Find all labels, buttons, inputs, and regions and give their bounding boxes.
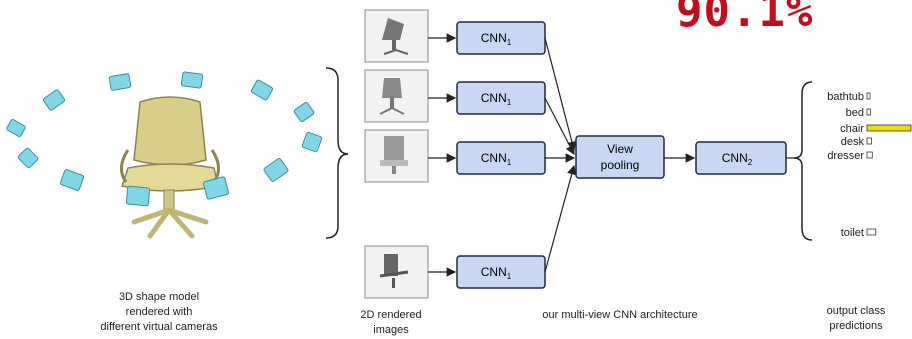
- class-score-bar: [866, 151, 873, 159]
- class-score-bar: [866, 108, 871, 116]
- class-label: chair: [840, 123, 864, 135]
- caption-rendered-images: 2D rendered images: [360, 309, 422, 336]
- rendered-view-thumbnails: [364, 9, 429, 299]
- camera-icon: [6, 119, 26, 137]
- chair-3d-model: [120, 96, 220, 239]
- cnn2-label: CNN2: [722, 151, 753, 167]
- camera-icon: [125, 185, 151, 207]
- brace-left: [325, 67, 349, 239]
- caption-predictions: output class predictions: [826, 305, 886, 332]
- camera-icon: [42, 89, 66, 111]
- view-pooling-label-line2: pooling: [601, 158, 640, 172]
- rendered-view: [364, 245, 429, 299]
- camera-icon: [202, 176, 230, 200]
- class-score-bar: [866, 92, 871, 100]
- class-label: bed: [846, 107, 864, 119]
- class-label: bathtub: [827, 91, 864, 103]
- brace-right: [793, 81, 813, 241]
- view-pooling-label-line1: View: [607, 142, 633, 156]
- rendered-view: [364, 69, 429, 123]
- camera-ring: [6, 71, 323, 207]
- class-score-bar: [866, 137, 872, 145]
- camera-icon: [59, 169, 85, 191]
- camera-icon: [180, 71, 204, 89]
- camera-icon: [250, 79, 274, 101]
- rendered-view: [364, 9, 429, 63]
- camera-icon: [301, 131, 323, 153]
- camera-icon: [263, 157, 289, 183]
- cnn1-box: CNN1: [456, 81, 546, 115]
- class-label: desk: [841, 136, 865, 148]
- camera-icon: [17, 147, 39, 169]
- cnn1-label: CNN1: [481, 31, 512, 47]
- caption-architecture: our multi-view CNN architecture: [542, 309, 698, 321]
- camera-icon: [108, 73, 132, 91]
- cnn2-box: CNN2: [695, 141, 787, 175]
- cnn1-box: CNN1: [456, 141, 546, 175]
- cnn1-label: CNN1: [481, 151, 512, 167]
- caption-shape-model: 3D shape model rendered with different v…: [100, 291, 218, 333]
- cnn1-box: CNN1: [456, 255, 546, 289]
- cnn1-box: CNN1: [456, 21, 546, 55]
- cnn1-label: CNN1: [481, 265, 512, 281]
- cnn1-label: CNN1: [481, 91, 512, 107]
- class-label: dresser: [827, 150, 864, 162]
- rendered-view: [364, 129, 429, 183]
- view-pooling-box: View pooling: [575, 135, 665, 179]
- accuracy-label: 90.1%: [676, 0, 814, 37]
- class-score-bar: [866, 124, 912, 132]
- class-label: toilet: [841, 227, 864, 239]
- class-score-bar: [866, 228, 877, 236]
- camera-icon: [293, 101, 315, 123]
